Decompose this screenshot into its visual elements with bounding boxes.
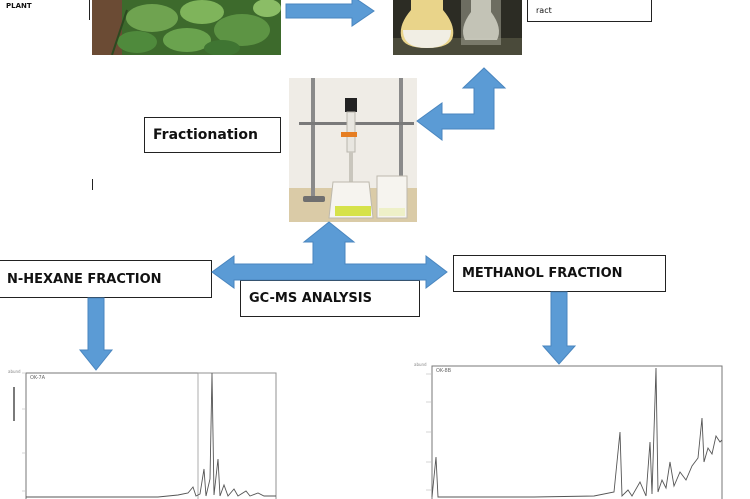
gcms-label-box: GC-MS ANALYSIS bbox=[240, 280, 420, 317]
arrow-fractionation-to-extract bbox=[416, 67, 507, 142]
methanol-chromatogram-plot bbox=[426, 365, 723, 499]
arrow-gcms-hub bbox=[211, 221, 448, 290]
methanol-chromatogram: OK-8B abund bbox=[414, 362, 732, 499]
methanol-label-text: METHANOL FRACTION bbox=[462, 266, 623, 281]
methanol-chromatogram-ytick: abund bbox=[414, 362, 427, 367]
fractionation-photo-art bbox=[289, 78, 417, 222]
plant-photo-art bbox=[92, 0, 281, 55]
methanol-chromatogram-header: OK-8B bbox=[436, 368, 452, 374]
nhexane-chromatogram-header: OK-7A bbox=[30, 375, 46, 381]
plant-label-divider bbox=[89, 0, 90, 20]
plant-label: PLANT bbox=[6, 2, 32, 10]
methanol-label-box: METHANOL FRACTION bbox=[453, 255, 666, 292]
nhexane-label-box: N-HEXANE FRACTION bbox=[0, 260, 212, 298]
fractionation-label-text: Fractionation bbox=[153, 127, 258, 143]
nhexane-chromatogram: OK-7A abund bbox=[8, 369, 278, 499]
nhexane-chromatogram-plot bbox=[13, 372, 277, 499]
fractionation-photo bbox=[289, 78, 417, 222]
arrow-nhexane-down bbox=[78, 297, 114, 371]
extract-label-text: ract bbox=[536, 5, 552, 15]
nhexane-label-text: N-HEXANE FRACTION bbox=[7, 271, 162, 287]
extract-photo bbox=[393, 0, 522, 55]
gcms-label-text: GC-MS ANALYSIS bbox=[249, 291, 372, 306]
extract-photo-art bbox=[393, 0, 522, 55]
arrow-methanol-down bbox=[541, 291, 577, 365]
arrow-plant-to-extract bbox=[285, 0, 375, 27]
extract-label-box: ract bbox=[527, 0, 652, 22]
side-tick-mark bbox=[92, 179, 93, 190]
nhexane-chromatogram-ytick: abund bbox=[8, 369, 21, 374]
plant-photo bbox=[92, 0, 281, 55]
fractionation-label-box: Fractionation bbox=[144, 117, 281, 153]
